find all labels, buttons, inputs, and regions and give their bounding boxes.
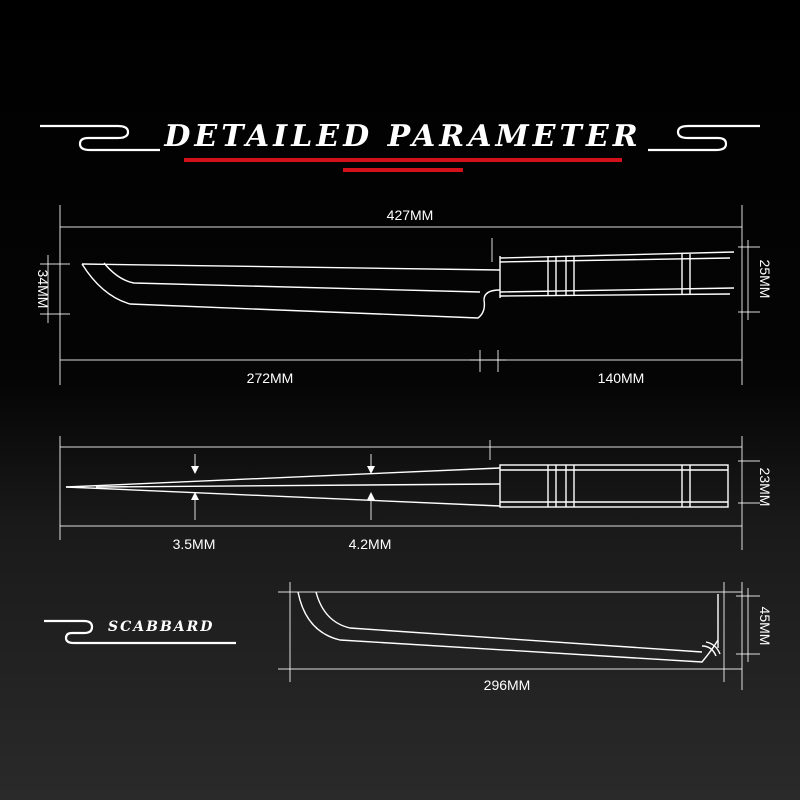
handle-thickness-label: 23MM — [757, 468, 773, 507]
knife-side-view — [40, 205, 760, 385]
handle-length-label: 140MM — [598, 370, 645, 386]
spine-thickness-b-label: 4.2MM — [349, 536, 392, 552]
thickness-arrow-a — [191, 454, 199, 520]
scabbard-ornament — [44, 619, 236, 645]
scabbard-drawing — [278, 582, 760, 690]
thickness-arrow-b — [367, 454, 375, 520]
header-left-ornament — [40, 124, 160, 152]
page-title: DETAILED PARAMETER — [163, 119, 641, 154]
header-right-ornament — [648, 124, 760, 152]
spine-thickness-a-label: 3.5MM — [173, 536, 216, 552]
handle-height-label: 25MM — [757, 260, 773, 299]
total-length-label: 427MM — [387, 207, 434, 223]
scabbard-length-label: 296MM — [484, 677, 531, 693]
knife-top-view — [59, 436, 760, 550]
blade-height-label: 34MM — [35, 270, 51, 309]
scabbard-height-label: 45MM — [757, 607, 773, 646]
scabbard-label: SCABBARD — [108, 619, 214, 635]
blade-length-label: 272MM — [247, 370, 294, 386]
